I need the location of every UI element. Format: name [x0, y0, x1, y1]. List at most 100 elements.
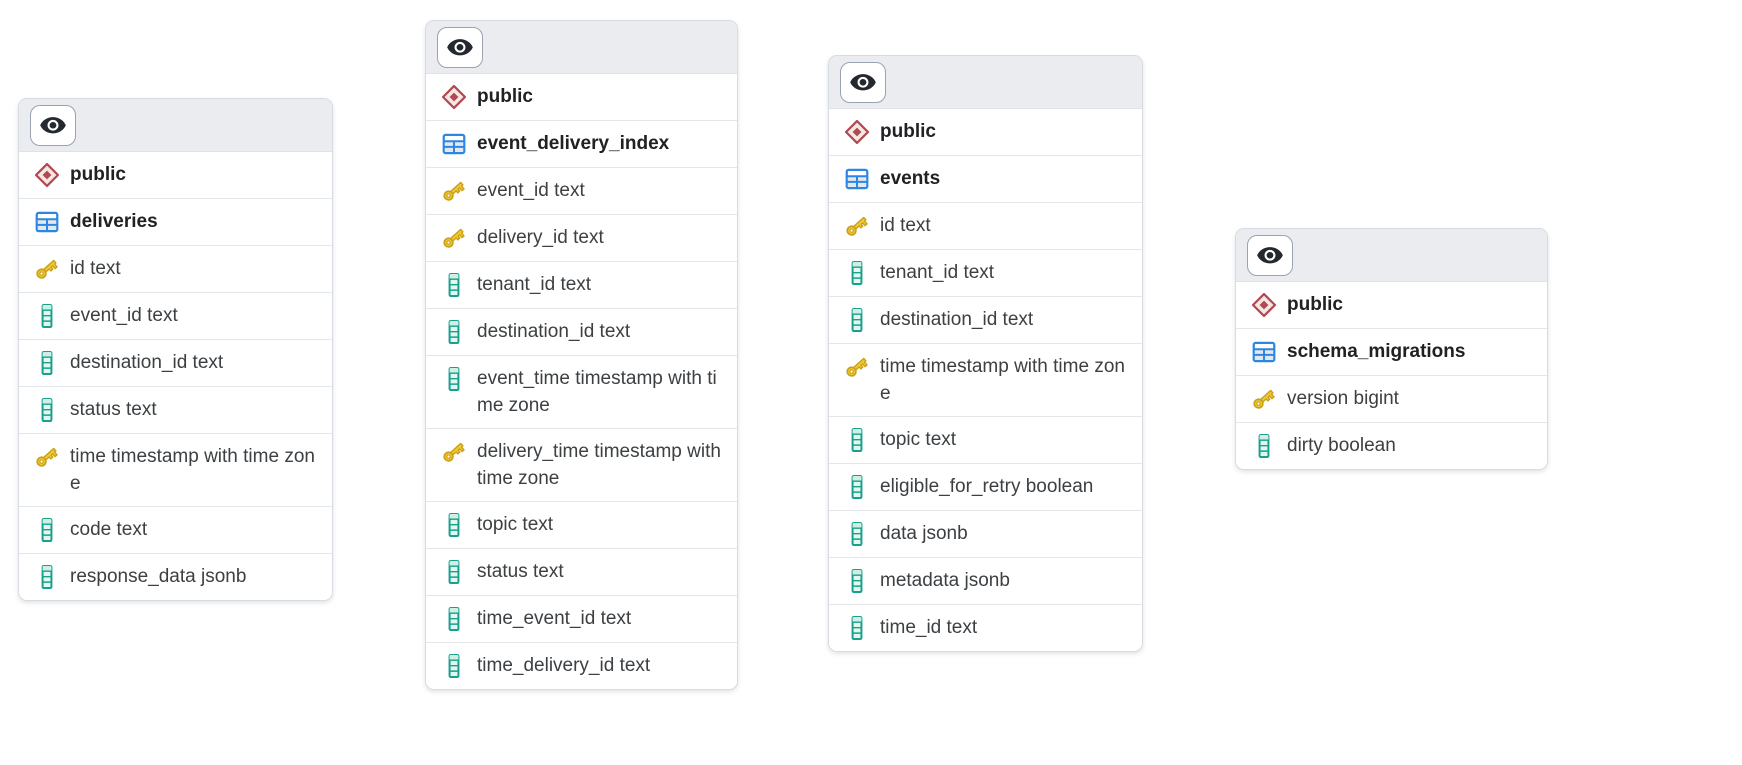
column-icon: [439, 605, 469, 633]
schema-row-label: public: [1287, 294, 1343, 315]
column-row[interactable]: time_delivery_id text: [426, 642, 737, 689]
column-row[interactable]: topic text: [829, 416, 1142, 463]
column-row-label: eligible_for_retry boolean: [880, 476, 1094, 497]
table-icon: [439, 130, 469, 158]
column-row-label: tenant_id text: [477, 274, 592, 295]
primary-key-column-row-label: time timestamp with time zone: [880, 356, 1125, 404]
column-row[interactable]: eligible_for_retry boolean: [829, 463, 1142, 510]
schema-row[interactable]: public: [1236, 282, 1547, 328]
column-icon: [842, 259, 872, 287]
schema-row[interactable]: public: [19, 152, 332, 198]
primary-key-column-row[interactable]: event_id text: [426, 167, 737, 214]
schema-icon: [1249, 291, 1279, 319]
primary-key-column-row[interactable]: id text: [829, 202, 1142, 249]
column-row[interactable]: destination_id text: [829, 296, 1142, 343]
column-row[interactable]: code text: [19, 506, 332, 553]
table-name-row-label: event_delivery_index: [477, 133, 670, 154]
primary-key-column-row-label: id text: [880, 215, 931, 236]
key-icon: [439, 438, 469, 466]
column-icon: [439, 365, 469, 393]
table-card-rows: public event_delivery_index event_id text d…: [426, 74, 737, 689]
visibility-toggle-button[interactable]: [840, 61, 886, 103]
key-icon: [32, 255, 62, 283]
schema-row-label: public: [70, 164, 126, 185]
column-row[interactable]: destination_id text: [19, 339, 332, 386]
column-row-label: event_id text: [70, 305, 178, 326]
primary-key-column-row-label: time timestamp with time zone: [70, 446, 315, 494]
table-card-event_delivery_index: public event_delivery_index event_id text d…: [425, 20, 738, 690]
key-icon: [842, 353, 872, 381]
eye-icon: [1257, 247, 1283, 264]
visibility-toggle-button[interactable]: [1247, 234, 1293, 276]
table-icon: [842, 165, 872, 193]
column-icon: [439, 511, 469, 539]
column-row-label: destination_id text: [477, 321, 631, 342]
column-icon: [439, 558, 469, 586]
primary-key-column-row[interactable]: id text: [19, 245, 332, 292]
schema-row[interactable]: public: [426, 74, 737, 120]
table-name-row[interactable]: deliveries: [19, 198, 332, 245]
table-card-header: [829, 56, 1142, 109]
visibility-toggle-button[interactable]: [30, 104, 76, 146]
table-card-header: [426, 21, 737, 74]
column-icon: [842, 567, 872, 595]
column-row-label: data jsonb: [880, 523, 968, 544]
column-row[interactable]: time_id text: [829, 604, 1142, 651]
eye-icon: [850, 74, 876, 91]
key-icon: [1249, 385, 1279, 413]
column-icon: [842, 426, 872, 454]
column-icon: [32, 396, 62, 424]
table-icon: [1249, 338, 1279, 366]
column-row-label: metadata jsonb: [880, 570, 1010, 591]
column-icon: [439, 271, 469, 299]
column-row[interactable]: topic text: [426, 501, 737, 548]
table-name-row[interactable]: events: [829, 155, 1142, 202]
visibility-toggle-button[interactable]: [437, 26, 483, 68]
table-icon: [32, 208, 62, 236]
column-row-label: destination_id text: [880, 309, 1034, 330]
column-row[interactable]: metadata jsonb: [829, 557, 1142, 604]
column-row-label: status text: [70, 399, 157, 420]
column-row[interactable]: response_data jsonb: [19, 553, 332, 600]
key-icon: [439, 224, 469, 252]
column-icon: [1249, 432, 1279, 460]
column-row-label: topic text: [477, 514, 554, 535]
column-row-label: tenant_id text: [880, 262, 995, 283]
key-icon: [32, 443, 62, 471]
primary-key-column-row[interactable]: delivery_time timestamp with time zone: [426, 428, 737, 501]
table-card-header: [19, 99, 332, 152]
primary-key-column-row[interactable]: time timestamp with time zone: [19, 433, 332, 506]
column-row[interactable]: tenant_id text: [829, 249, 1142, 296]
column-icon: [32, 516, 62, 544]
table-name-row[interactable]: schema_migrations: [1236, 328, 1547, 375]
column-row[interactable]: time_event_id text: [426, 595, 737, 642]
primary-key-column-row[interactable]: time timestamp with time zone: [829, 343, 1142, 416]
primary-key-column-row[interactable]: version bigint: [1236, 375, 1547, 422]
column-row[interactable]: dirty boolean: [1236, 422, 1547, 469]
column-row[interactable]: tenant_id text: [426, 261, 737, 308]
column-row-label: time_id text: [880, 617, 978, 638]
column-row[interactable]: data jsonb: [829, 510, 1142, 557]
schema-row[interactable]: public: [829, 109, 1142, 155]
column-row[interactable]: event_id text: [19, 292, 332, 339]
column-row[interactable]: status text: [19, 386, 332, 433]
column-row[interactable]: destination_id text: [426, 308, 737, 355]
primary-key-column-row[interactable]: delivery_id text: [426, 214, 737, 261]
column-icon: [842, 306, 872, 334]
schema-icon: [32, 161, 62, 189]
table-name-row-label: deliveries: [70, 211, 158, 232]
eye-icon: [447, 39, 473, 56]
schema-icon: [842, 118, 872, 146]
column-row[interactable]: status text: [426, 548, 737, 595]
column-row[interactable]: event_time timestamp with time zone: [426, 355, 737, 428]
key-icon: [439, 177, 469, 205]
column-row-label: time_delivery_id text: [477, 655, 651, 676]
column-row-label: dirty boolean: [1287, 435, 1396, 456]
primary-key-column-row-label: delivery_id text: [477, 227, 604, 248]
column-icon: [32, 563, 62, 591]
table-name-row[interactable]: event_delivery_index: [426, 120, 737, 167]
